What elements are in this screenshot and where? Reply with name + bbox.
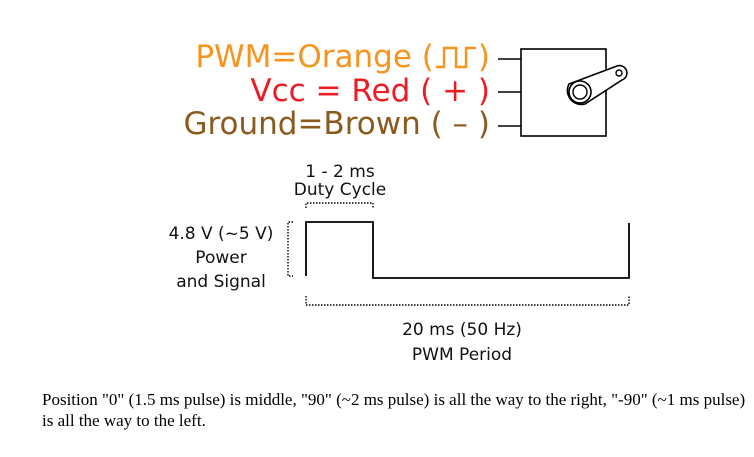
pwm-period-label: PWM Period — [411, 345, 513, 365]
and-signal-label: and Signal — [176, 272, 266, 292]
pwm-wire-label: PWM=Orange () — [195, 42, 490, 73]
power-label: Power — [195, 248, 247, 268]
pwm-label-close: ) — [477, 39, 490, 75]
ground-wire-label: Ground=Brown ( – ) — [183, 106, 490, 142]
duty-cycle-time: 1 - 2 ms — [305, 162, 375, 182]
caption-text: Position "0" (1.5 ms pulse) is middle, "… — [42, 390, 746, 430]
vcc-wire-label: Vcc = Red ( + ) — [250, 73, 490, 109]
voltage-label: 4.8 V (~5 V) — [168, 224, 274, 244]
pwm-label-text: PWM=Orange ( — [195, 39, 434, 75]
period-time-label: 20 ms (50 Hz) — [402, 320, 522, 340]
pwm-square-wave-icon — [434, 44, 478, 70]
duty-cycle-label: Duty Cycle — [293, 180, 387, 200]
